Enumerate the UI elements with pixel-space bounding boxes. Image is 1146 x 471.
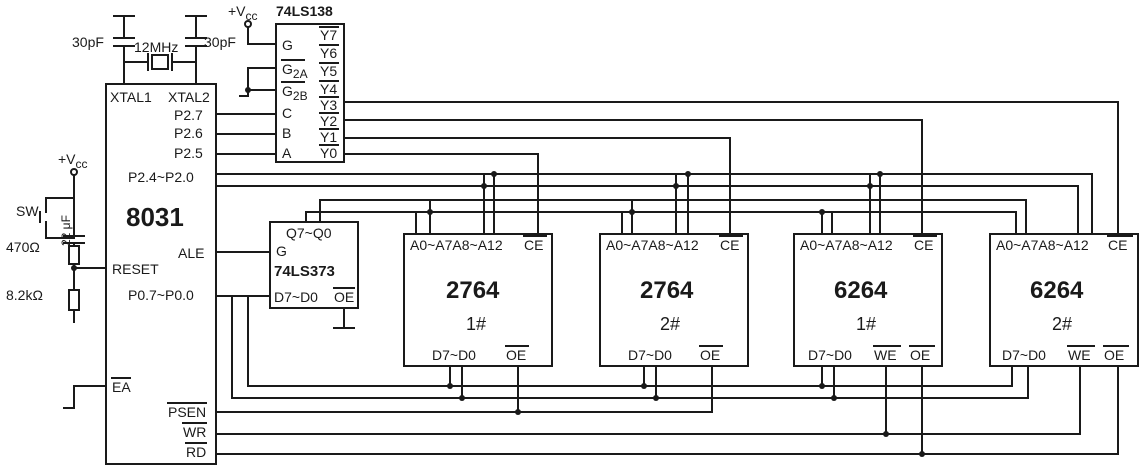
latch-title: 74LS373 — [274, 263, 335, 280]
mcu-xtal2-label: XTAL2 — [168, 89, 210, 105]
mem1-data-label: D7~D0 — [432, 347, 476, 363]
decoder-g-wire — [247, 26, 277, 45]
r1-label: 470Ω — [6, 239, 40, 255]
decoder-title: 74LS138 — [276, 3, 333, 19]
mem4-ce-label: CE — [1108, 237, 1127, 253]
decoder-74ls138-box — [275, 23, 345, 163]
mem4-addr-label: A0~A7A8~A12 — [996, 237, 1089, 253]
decoder-y7-label: Y7 — [320, 27, 337, 43]
data-bus — [231, 295, 1029, 399]
decoder-g2-ground — [239, 67, 277, 97]
crystal-label: 12MHz — [134, 39, 178, 55]
mem3-type: 6264 — [834, 277, 888, 304]
mem2-data-label: D7~D0 — [628, 347, 672, 363]
memory-2764-2: A0~A7A8~A12 CE 2764 2# D7~D0 OE — [599, 233, 749, 367]
mem4-index: 2# — [1052, 314, 1072, 334]
mcu-p26-label: P2.6 — [174, 125, 203, 141]
mem2-ce-label: CE — [720, 237, 739, 253]
mcu-wr-label: WR — [183, 424, 206, 440]
mem1-type: 2764 — [446, 277, 500, 304]
mcu-p2-label: P2.4~P2.0 — [128, 169, 194, 185]
latch-oe-ground — [333, 307, 355, 329]
mcu-xtal1-label: XTAL1 — [110, 89, 152, 105]
mem4-type: 6264 — [1030, 277, 1084, 304]
cap1-label: 30pF — [72, 34, 104, 50]
mcu-rd-label: RD — [186, 444, 206, 460]
mem3-oe-label: OE — [910, 347, 930, 363]
mem2-oe-label: OE — [700, 347, 720, 363]
mem3-ce-label: CE — [914, 237, 933, 253]
address-low-bus — [305, 199, 1027, 235]
mcu-ea-label: EA — [112, 379, 131, 395]
mem4-we-label: WE — [1068, 347, 1091, 363]
mcu-title: 8031 — [126, 202, 184, 232]
latch-74ls373-box — [269, 221, 359, 309]
latch-oe-label: OE — [334, 289, 354, 305]
decoder-vcc-label: +Vcc — [228, 3, 258, 23]
latch-g-label: G — [276, 243, 287, 259]
mcu-8031-box — [105, 83, 217, 465]
decoder-g2-junction — [245, 87, 251, 93]
decoder-input-wires — [215, 113, 277, 155]
mem2-index: 2# — [660, 314, 680, 334]
mem3-we-label: WE — [874, 347, 897, 363]
mem1-index: 1# — [466, 314, 486, 334]
decoder-output-overbars — [319, 26, 339, 146]
address-high-bus — [215, 173, 1093, 235]
mcu-p27-label: P2.7 — [174, 107, 203, 123]
mem2-addr-label: A0~A7A8~A12 — [606, 237, 699, 253]
decoder-g2a-label: G2A — [282, 61, 308, 81]
decoder-y0-label: Y0 — [320, 145, 337, 161]
mcu-reset-label: RESET — [112, 261, 159, 277]
mem3-data-label: D7~D0 — [808, 347, 852, 363]
mcu-psen-label: PSEN — [168, 404, 206, 420]
address-high-junctions — [481, 171, 883, 189]
latch-d-label: D7~D0 — [274, 289, 318, 305]
reset-circuit — [39, 168, 107, 323]
decoder-y6-label: Y6 — [320, 45, 337, 61]
control-junctions — [515, 409, 925, 457]
decoder-y4-label: Y4 — [320, 81, 337, 97]
mcu-p25-label: P2.5 — [174, 145, 203, 161]
cap2-label: 30pF — [204, 34, 236, 50]
mem4-oe-label: OE — [1104, 347, 1124, 363]
decoder-g-label: G — [282, 37, 293, 53]
cap22-label: 22 μF — [59, 215, 73, 246]
memory-2764-1: A0~A7A8~A12 CE 2764 1# D7~D0 OE — [403, 233, 553, 367]
decoder-y2-label: Y2 — [320, 113, 337, 129]
mem1-oe-label: OE — [506, 347, 526, 363]
r2-label: 8.2kΩ — [6, 287, 43, 303]
mem4-data-label: D7~D0 — [1002, 347, 1046, 363]
decoder-g2b-label: G2B — [282, 83, 308, 103]
decoder-a-label: A — [282, 145, 292, 161]
mem2-type: 2764 — [640, 277, 694, 304]
chip-select-wires — [343, 101, 1119, 235]
sw-label: SW — [16, 203, 39, 219]
reset-vcc-label: +Vcc — [58, 151, 88, 171]
decoder-y5-label: Y5 — [320, 63, 337, 79]
decoder-y1-label: Y1 — [320, 129, 337, 145]
mcu-p0-label: P0.7~P0.0 — [128, 287, 194, 303]
mem1-addr-label: A0~A7A8~A12 — [410, 237, 503, 253]
reset-junction — [71, 265, 77, 271]
address-low-junctions — [427, 209, 825, 215]
mcu-ale-label: ALE — [178, 245, 204, 261]
control-lines — [215, 365, 1119, 455]
decoder-c-label: C — [282, 105, 292, 121]
memory-6264-2: A0~A7A8~A12 CE 6264 2# D7~D0 WE OE — [989, 233, 1139, 367]
decoder-b-label: B — [282, 125, 291, 141]
memory-6264-1: A0~A7A8~A12 CE 6264 1# D7~D0 WE OE — [793, 233, 943, 367]
mem3-index: 1# — [856, 314, 876, 334]
clock-circuit — [113, 15, 207, 85]
mem1-ce-label: CE — [524, 237, 543, 253]
ea-ground-wire — [63, 385, 107, 409]
data-bus-junctions — [447, 383, 837, 401]
decoder-y3-label: Y3 — [320, 97, 337, 113]
mem3-addr-label: A0~A7A8~A12 — [800, 237, 893, 253]
latch-q-label: Q7~Q0 — [286, 225, 332, 241]
